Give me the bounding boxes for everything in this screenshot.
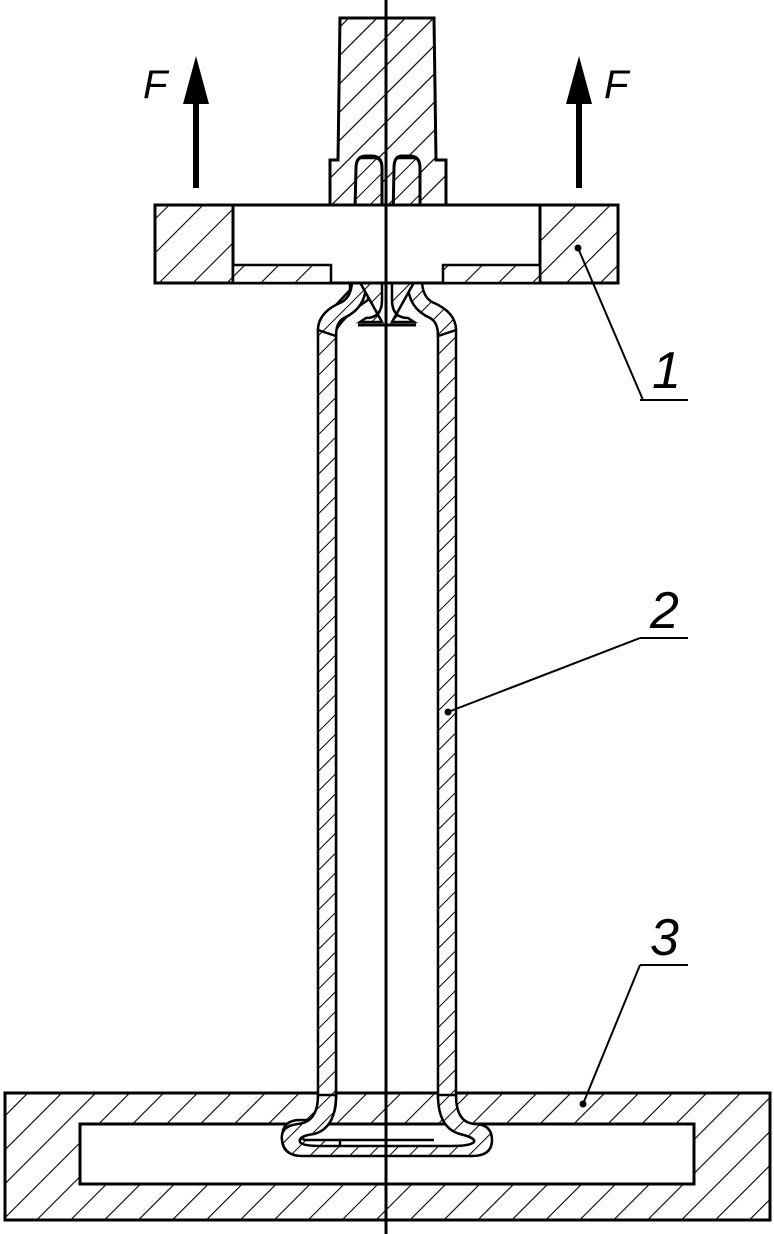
part-label-2: 2 xyxy=(649,582,679,640)
force-label-left: F xyxy=(143,63,170,107)
force-arrow-left xyxy=(183,56,209,188)
leader-part-3 xyxy=(579,964,688,1108)
part-label-3: 3 xyxy=(650,909,679,967)
leader-part-1 xyxy=(574,244,688,401)
part-label-1: 1 xyxy=(652,342,681,400)
force-label-right: F xyxy=(604,63,631,107)
force-arrow-right xyxy=(566,56,592,188)
leader-part-2 xyxy=(444,637,688,716)
